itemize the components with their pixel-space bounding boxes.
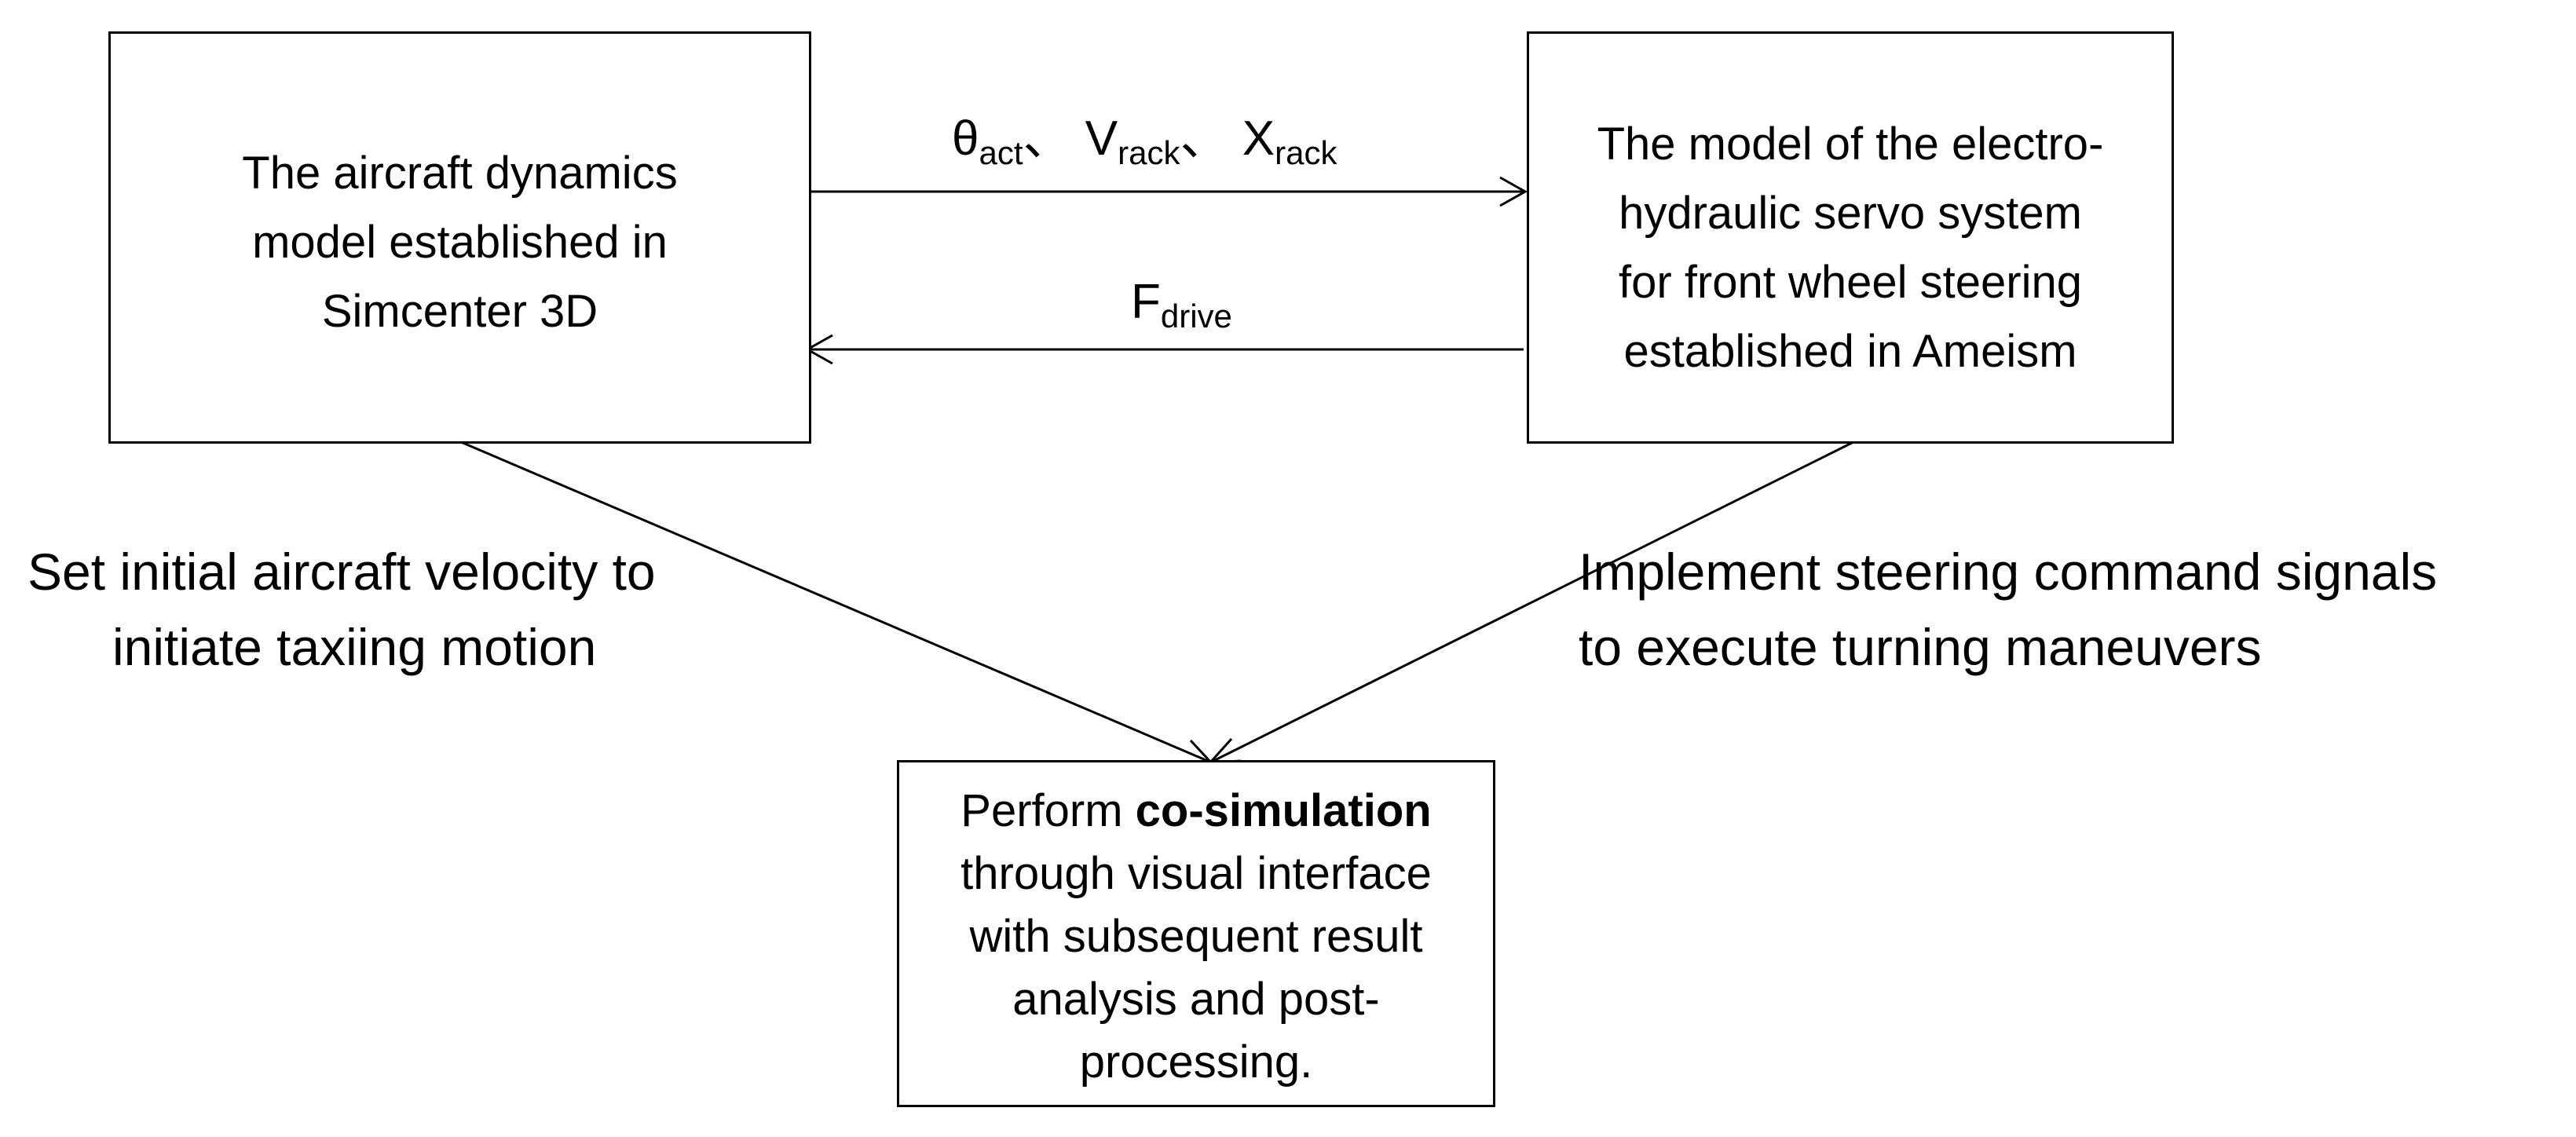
symbol-subscript: drive — [1160, 298, 1232, 335]
arrow-right-diagonal-line — [1211, 441, 1854, 763]
aircraft-model-line: model established in — [252, 217, 668, 268]
symbol-separator: 、 — [1023, 112, 1072, 166]
aircraft-model-box: The aircraft dynamics model established … — [108, 31, 811, 444]
cosim-line: with subsequent result — [969, 911, 1423, 962]
symbol-base: F — [1131, 275, 1161, 329]
symbol-subscript: rack — [1118, 134, 1180, 171]
symbol-subscript: rack — [1275, 134, 1337, 171]
servo-model-line: The model of the electro- — [1597, 119, 2104, 170]
cosim-text: Perform co-simulation through visual int… — [899, 780, 1493, 1094]
right-note-line: to execute turning maneuvers — [1579, 618, 2262, 676]
servo-model-line: hydraulic servo system — [1619, 188, 2082, 239]
signal-theta-act: θact、 — [952, 112, 1072, 170]
right-note: Implement steering command signals to ex… — [1579, 534, 2437, 685]
servo-model-box: The model of the electro- hydraulic serv… — [1527, 31, 2174, 444]
arrow-backward-label: Fdrive — [1131, 275, 1232, 333]
cosim-line-first: Perform co-simulation — [899, 780, 1493, 843]
aircraft-model-text: The aircraft dynamics model established … — [111, 139, 809, 346]
arrow-forward-label: θact、 Vrack、 Xrack — [952, 112, 1337, 170]
symbol-base: θ — [952, 112, 979, 166]
cosim-box: Perform co-simulation through visual int… — [897, 760, 1495, 1107]
symbol-base: X — [1242, 112, 1275, 166]
signal-v-rack: Vrack、 — [1085, 112, 1229, 170]
left-note: Set initial aircraft velocity to initiat… — [27, 534, 656, 685]
servo-model-line: established in Ameism — [1623, 326, 2077, 377]
cosim-bold-keyword: co-simulation — [1135, 785, 1432, 836]
signal-x-rack: Xrack — [1242, 112, 1337, 170]
arrow-left-diagonal-line — [460, 441, 1210, 763]
symbol-base: V — [1085, 112, 1118, 166]
servo-model-text: The model of the electro- hydraulic serv… — [1529, 110, 2172, 386]
symbol-subscript: act — [979, 134, 1023, 171]
left-note-line: Set initial aircraft velocity to — [27, 543, 656, 601]
cosim-line: processing. — [1079, 1036, 1313, 1088]
cosim-line: through visual interface — [961, 848, 1432, 899]
right-note-line: Implement steering command signals — [1579, 543, 2438, 601]
aircraft-model-line: Simcenter 3D — [321, 286, 598, 337]
aircraft-model-line: The aircraft dynamics — [242, 148, 678, 199]
left-note-line: initiate taxiing motion — [112, 618, 597, 676]
cosim-prefix: Perform — [961, 785, 1136, 836]
servo-model-line: for front wheel steering — [1619, 257, 2082, 308]
cosim-line: analysis and post- — [1012, 974, 1380, 1025]
arrow-forward-head — [1499, 176, 1528, 207]
symbol-separator: 、 — [1180, 112, 1229, 166]
